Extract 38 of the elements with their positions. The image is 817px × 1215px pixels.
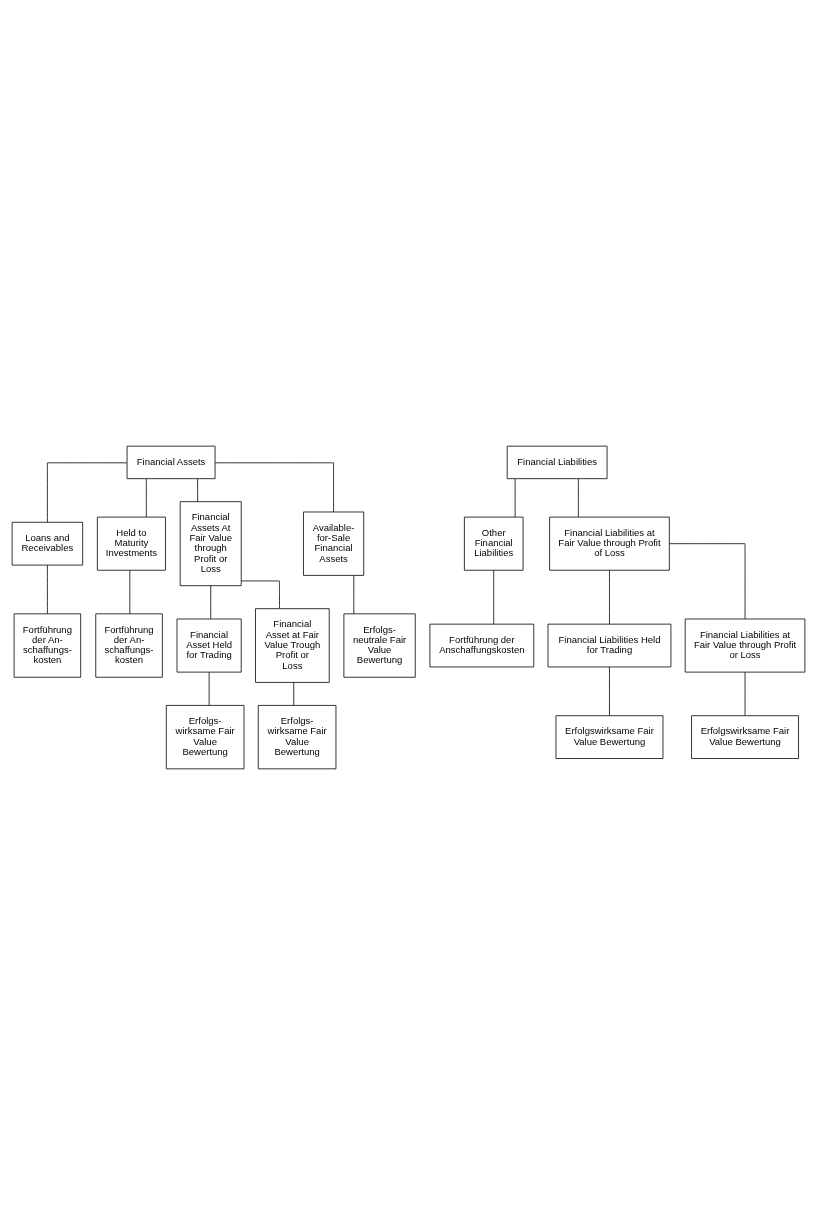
connector — [240, 580, 280, 609]
node-box: Other Financial Liabilities — [464, 516, 524, 571]
connector — [210, 585, 212, 620]
node-box: Erfolgs- neutrale Fair Value Bewertung — [343, 613, 416, 678]
node-box: Financial Assets — [126, 445, 216, 480]
node-box: Erfolgs- wirksame Fair Value Bewertung — [257, 705, 337, 770]
connector — [609, 666, 610, 716]
node-box: Erfolgswirksame Fair Value Bewertung — [691, 715, 799, 759]
node-box: Financial Asset at Fair Value Trough Profit or Loss — [255, 608, 330, 683]
connector — [129, 570, 131, 614]
node-box: Held to Maturity Investments — [96, 516, 166, 571]
node-box: Financial Liabilities Held for Trading — [547, 623, 672, 668]
node-box: Fortführung der An- schaffungs- kosten — [13, 613, 82, 678]
connector — [609, 570, 610, 625]
connector — [47, 564, 48, 614]
connector — [493, 570, 495, 625]
node-box: Fortführung der An- schaffungs- kosten — [95, 613, 163, 678]
connector — [353, 575, 355, 615]
node-box: Financial Liabilities at Fair Value through Profit or Loss — [684, 618, 806, 673]
connector — [293, 682, 295, 706]
connector — [208, 671, 210, 706]
node-box: Loans and Receivables — [11, 521, 84, 566]
connector — [145, 478, 147, 518]
node-box: Erfolgswirksame Fair Value Bewertung — [555, 715, 664, 759]
connector — [214, 462, 334, 513]
node-box: Financial Liabilities — [506, 445, 608, 480]
connector — [668, 543, 746, 620]
connector — [47, 462, 128, 523]
connector — [514, 478, 516, 518]
connector — [577, 478, 579, 518]
connector — [744, 671, 746, 716]
node-box: Financial Assets At Fair Value through Profit or Loss — [179, 501, 242, 587]
connector — [197, 478, 198, 502]
node-box: Fortführung der Anschaffungskosten — [429, 623, 535, 668]
node-box: Available- for-Sale Financial Assets — [303, 511, 365, 576]
node-box: Erfolgs- wirksame Fair Value Bewertung — [165, 705, 245, 770]
node-box: Financial Asset Held for Trading — [176, 618, 242, 673]
node-box: Financial Liabilities at Fair Value through Profit of Loss — [549, 516, 670, 571]
